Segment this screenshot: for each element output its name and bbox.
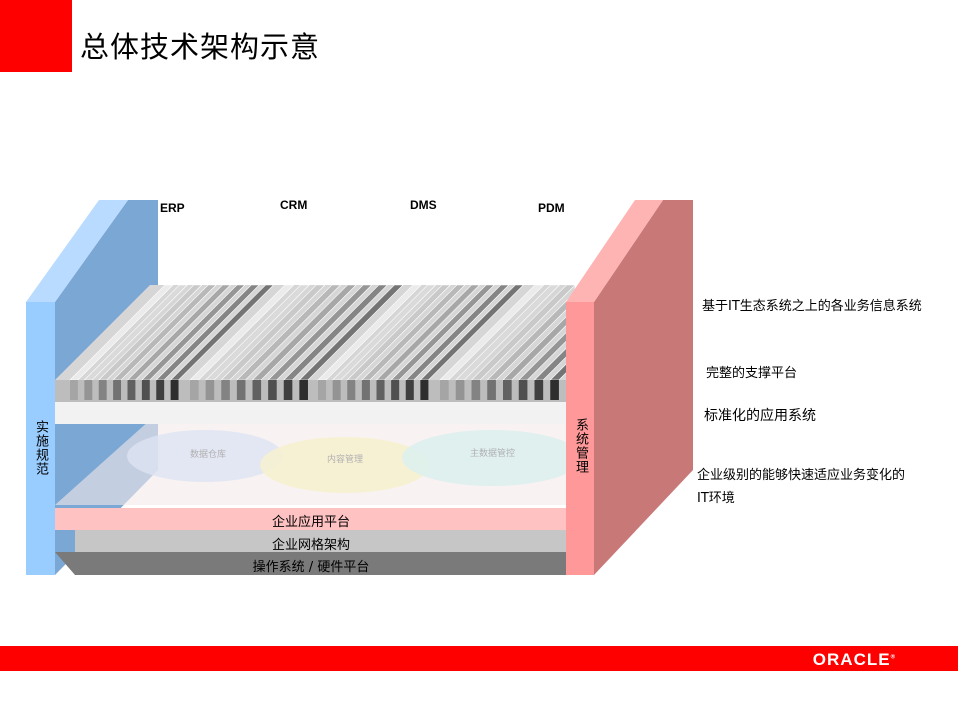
fin-face [113,380,122,400]
fin-face [98,380,107,400]
fin-face [127,380,136,400]
fin-face [405,380,414,400]
fin-face [236,380,246,400]
brand-red-block [0,0,72,72]
fin-face [252,380,262,400]
layer-grid-bar [75,530,566,552]
oval-data-warehouse [127,430,283,482]
fin-face [170,380,179,400]
note-standard-apps: 标准化的应用系统 [704,408,816,424]
left-pillar-top [26,200,128,302]
layer-os-bar [55,552,566,575]
app-label-erp: ERP [160,201,185,215]
fin-face [391,380,400,400]
left-pillar-front [26,302,55,575]
fin-face [156,380,165,400]
oval-label-content-mgmt: 内容管理 [327,455,364,465]
note-business-systems: 基于IT生态系统之上的各业务信息系统 [702,299,922,314]
fin-face [347,380,356,400]
layer-label-os: 操作系统 / 硬件平台 [252,560,370,575]
fin-face [487,380,496,400]
fin-face [141,380,150,400]
oval-master-data [402,430,582,486]
fin-face [190,380,199,400]
layer-label-app-platform: 企业应用平台 [271,515,350,530]
oval-content-mgmt [260,437,430,493]
layer-label-grid: 企业网格架构 [271,538,350,553]
oval-label-data-warehouse: 数据仓库 [190,450,227,460]
fin-face [84,380,93,400]
page-title: 总体技术架构示意 [80,30,321,64]
right-pillar-front [566,302,594,575]
app-label-crm: CRM [280,198,308,212]
footer-bar [0,646,958,671]
fin-face [318,380,327,400]
note-it-environment-line2: IT环境 [697,491,735,506]
fin-face [70,380,78,400]
fin-face [518,380,528,400]
fin-face [534,380,544,400]
note-it-environment-line1: 企业级别的能够快速适应业务变化的 [697,468,906,483]
fin-face [440,380,449,400]
oracle-logo: ORACLE® [812,650,896,669]
fin-face [550,380,559,400]
fin-face [471,380,481,400]
fin-face [205,380,215,400]
fin-face [221,380,230,400]
app-label-pdm: PDM [538,201,565,215]
fin-face [361,380,370,400]
left-pillar-label: 实施规范 [33,420,48,476]
support-band [55,402,566,424]
oval-label-master-data: 主数据管控 [470,449,516,459]
right-pillar-side [594,200,693,575]
app-label-dms: DMS [410,198,437,212]
layer-app-platform [55,508,566,530]
fin-face [503,380,512,400]
fin-face [455,380,465,400]
fin-face [332,380,341,400]
fin-face [376,380,385,400]
note-support-platform: 完整的支撑平台 [706,366,798,381]
fin-face [299,380,308,400]
right-pillar-label: 系统管理 [573,418,588,474]
fin-face [420,380,429,400]
right-pillar-top [566,200,663,302]
fin-face [268,380,277,400]
fin-face [283,380,293,400]
